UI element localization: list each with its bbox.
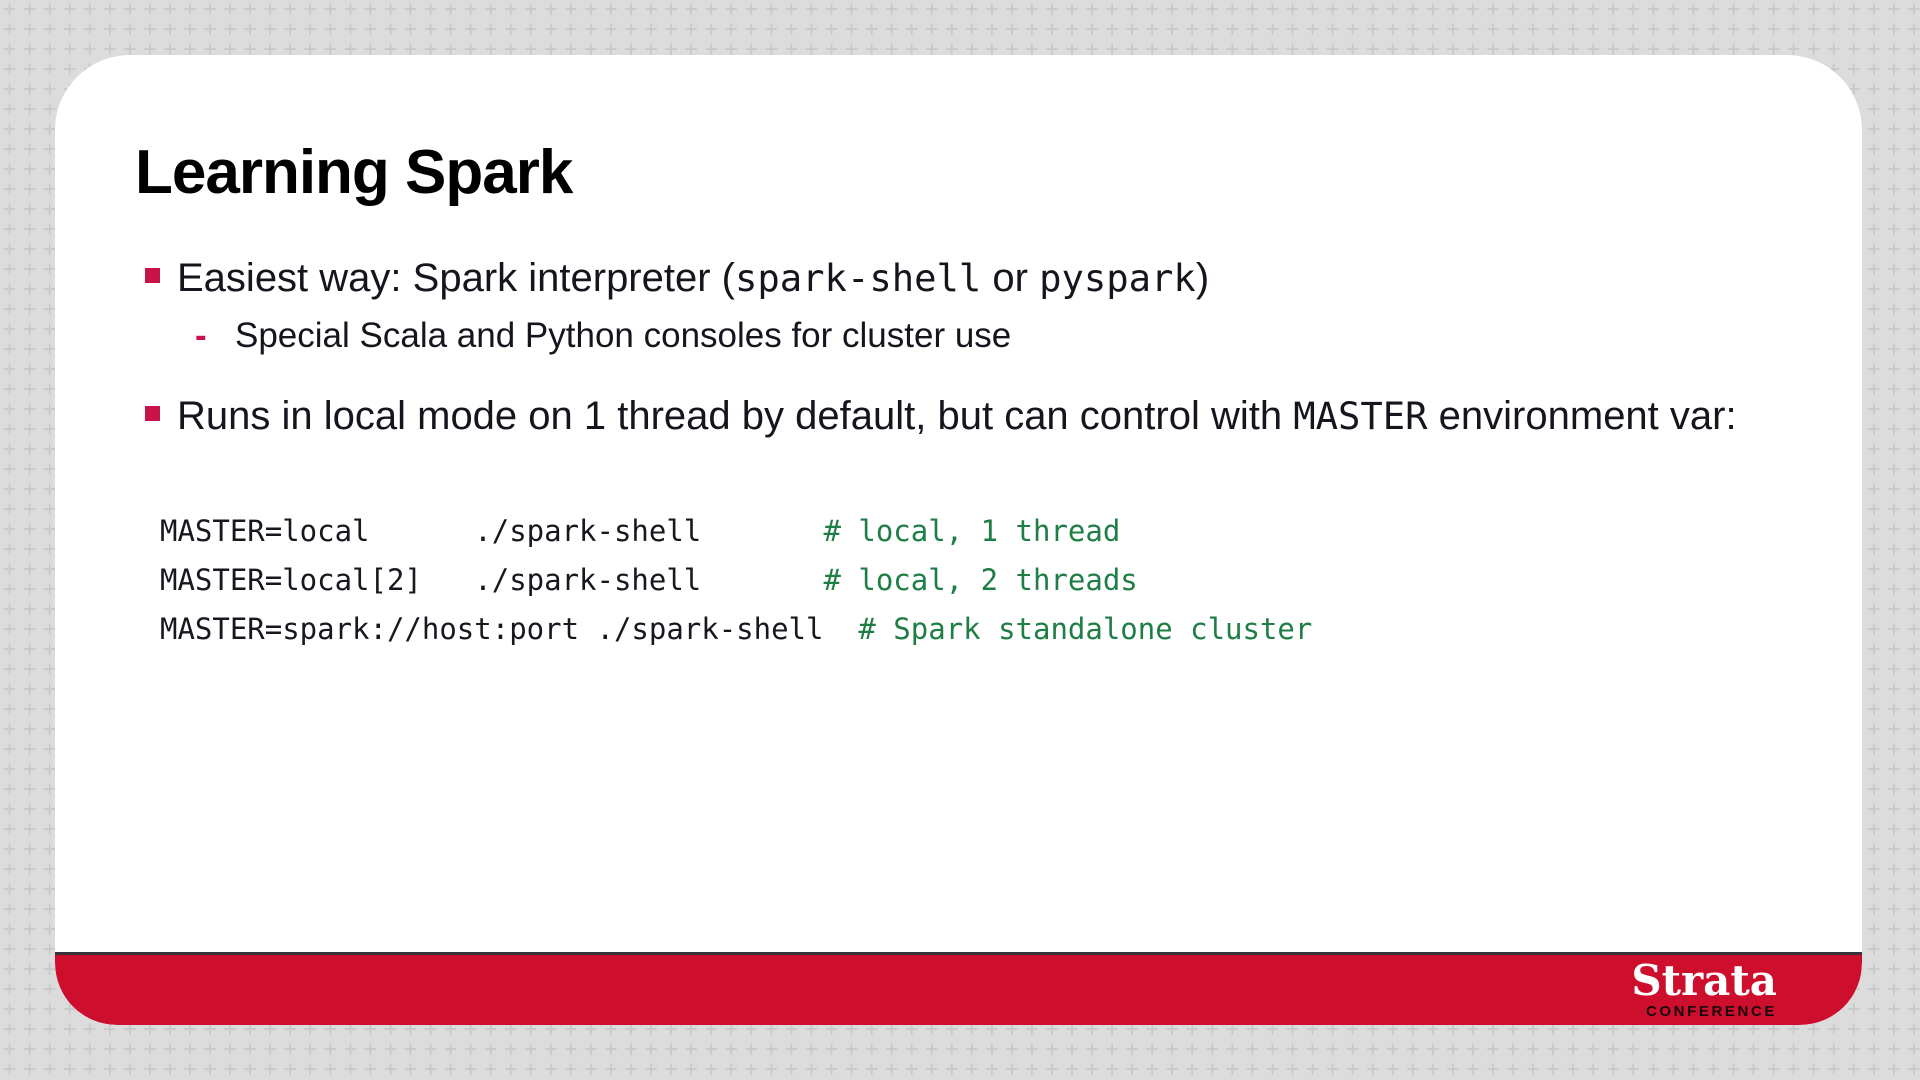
code-comment-text: # Spark standalone cluster (858, 612, 1313, 646)
strata-conference-logo: Strata CONFERENCE (1631, 956, 1777, 1021)
subbullet-text: Special Scala and Python consoles for cl… (235, 313, 1822, 359)
plain-text: Easiest way: Spark interpreter ( (177, 256, 735, 300)
brand-subtitle: CONFERENCE (1645, 1003, 1777, 1020)
brand-name: Strata (1631, 956, 1777, 1005)
code-text: MASTER=spark://host:port ./spark-shell (160, 612, 859, 646)
square-bullet-icon (145, 406, 160, 421)
square-bullet-icon (145, 268, 160, 283)
code-line: MASTER=spark://host:port ./spark-shell #… (160, 605, 1312, 654)
inline-code-text: MASTER (1293, 394, 1428, 438)
subbullet-item-consoles: - Special Scala and Python consoles for … (143, 313, 1822, 359)
bullet-text: Easiest way: Spark interpreter (spark-sh… (177, 253, 1822, 303)
code-comment-text: # local, 1 thread (823, 514, 1121, 548)
code-comment-text: # local, 2 threads (823, 563, 1138, 597)
plain-text: Runs in local mode on 1 thread by defaul… (177, 394, 1294, 438)
plain-text: Special Scala and Python consoles for cl… (235, 316, 1012, 355)
plain-text: environment var: (1427, 394, 1737, 438)
dash-bullet-icon: - (195, 316, 207, 355)
bullet-item-local-mode: Runs in local mode on 1 thread by defaul… (143, 391, 1822, 441)
plain-text: ) (1195, 256, 1210, 300)
code-line: MASTER=local[2] ./spark-shell # local, 2… (160, 556, 1312, 605)
code-text: MASTER=local[2] ./spark-shell (160, 563, 824, 597)
code-line: MASTER=local ./spark-shell # local, 1 th… (160, 507, 1312, 556)
slide-title: Learning Spark (135, 138, 573, 207)
slide-card: Learning Spark Easiest way: Spark interp… (55, 55, 1862, 1025)
bullet-text: Runs in local mode on 1 thread by defaul… (177, 391, 1822, 441)
plain-text: or (981, 256, 1040, 300)
bullet-item-easiest-way: Easiest way: Spark interpreter (spark-sh… (143, 253, 1822, 303)
footer-red-bar: Strata CONFERENCE (55, 952, 1862, 1025)
code-text: MASTER=local ./spark-shell (160, 514, 824, 548)
code-block-master-examples: MASTER=local ./spark-shell # local, 1 th… (160, 507, 1312, 654)
inline-code-text: pyspark (1039, 256, 1196, 300)
inline-code-text: spark-shell (735, 256, 982, 300)
